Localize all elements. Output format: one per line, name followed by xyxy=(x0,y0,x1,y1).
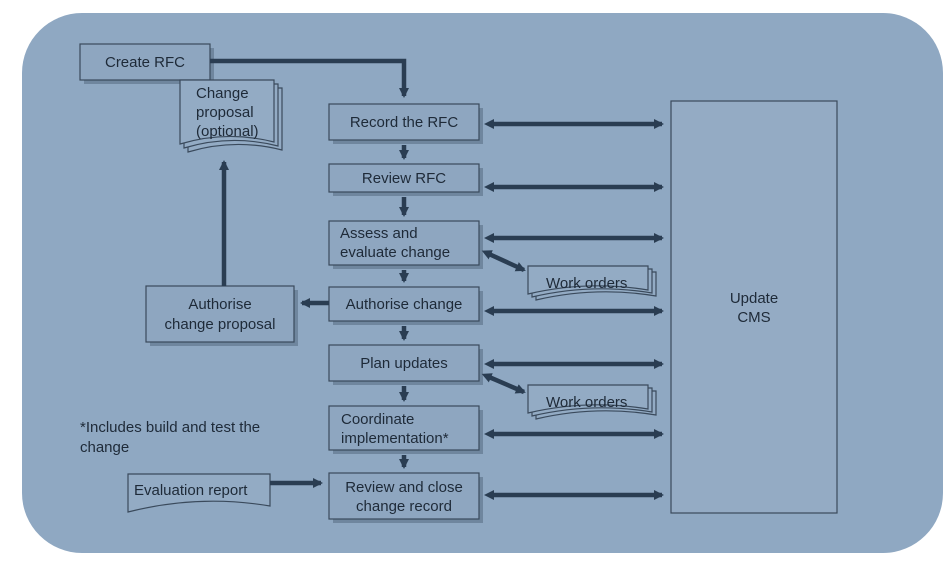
change-proposal-line-2: proposal xyxy=(196,104,254,121)
assess-line-2: evaluate change xyxy=(340,244,450,261)
authorise-change-node: Authorise change xyxy=(328,286,483,325)
update-cms-line-1: Update xyxy=(730,290,778,307)
flow-arrows xyxy=(210,58,664,500)
change-proposal-line-1: Change xyxy=(196,85,249,102)
arrow-create-to-record xyxy=(210,58,409,98)
work-orders-document-1: Work orders xyxy=(527,265,657,301)
create-rfc-node: Create RFC xyxy=(79,43,214,84)
record-rfc-label: Record the RFC xyxy=(350,114,459,131)
authorise-proposal-line-2: change proposal xyxy=(165,316,276,333)
authorise-change-label: Authorise change xyxy=(346,296,463,313)
review-rfc-node: Review RFC xyxy=(328,163,483,196)
review-rfc-label: Review RFC xyxy=(362,170,446,187)
change-proposal-line-3: (optional) xyxy=(196,123,259,140)
record-rfc-node: Record the RFC xyxy=(328,103,483,144)
assess-node: Assess and evaluate change xyxy=(328,220,483,269)
plan-updates-node: Plan updates xyxy=(328,344,483,385)
review-close-line-2: change record xyxy=(356,498,452,515)
review-close-line-1: Review and close xyxy=(345,479,463,496)
footnote-line-2: change xyxy=(80,439,129,456)
coordinate-line-2: implementation* xyxy=(341,430,449,447)
evaluation-report-document: Evaluation report xyxy=(127,473,271,513)
work-orders-2-label: Work orders xyxy=(546,394,627,411)
review-close-node: Review and close change record xyxy=(328,472,483,523)
evaluation-report-label: Evaluation report xyxy=(134,482,248,499)
arrow-assess-work-orders xyxy=(481,250,526,273)
work-orders-1-label: Work orders xyxy=(546,275,627,292)
coordinate-node: Coordinate implementation* xyxy=(328,405,483,454)
create-rfc-label: Create RFC xyxy=(105,54,185,71)
coordinate-line-1: Coordinate xyxy=(341,411,414,428)
arrow-plan-work-orders xyxy=(481,373,526,395)
authorise-proposal-node: Authorise change proposal xyxy=(145,285,298,346)
work-orders-document-2: Work orders xyxy=(527,384,657,420)
footnote-line-1: *Includes build and test the xyxy=(80,419,260,436)
update-cms-node: Update CMS xyxy=(670,100,838,514)
change-proposal-document: Change proposal (optional) xyxy=(179,79,283,153)
update-cms-line-2: CMS xyxy=(737,309,770,326)
authorise-proposal-line-1: Authorise xyxy=(188,296,251,313)
assess-line-1: Assess and xyxy=(340,225,418,242)
plan-updates-label: Plan updates xyxy=(360,355,448,372)
